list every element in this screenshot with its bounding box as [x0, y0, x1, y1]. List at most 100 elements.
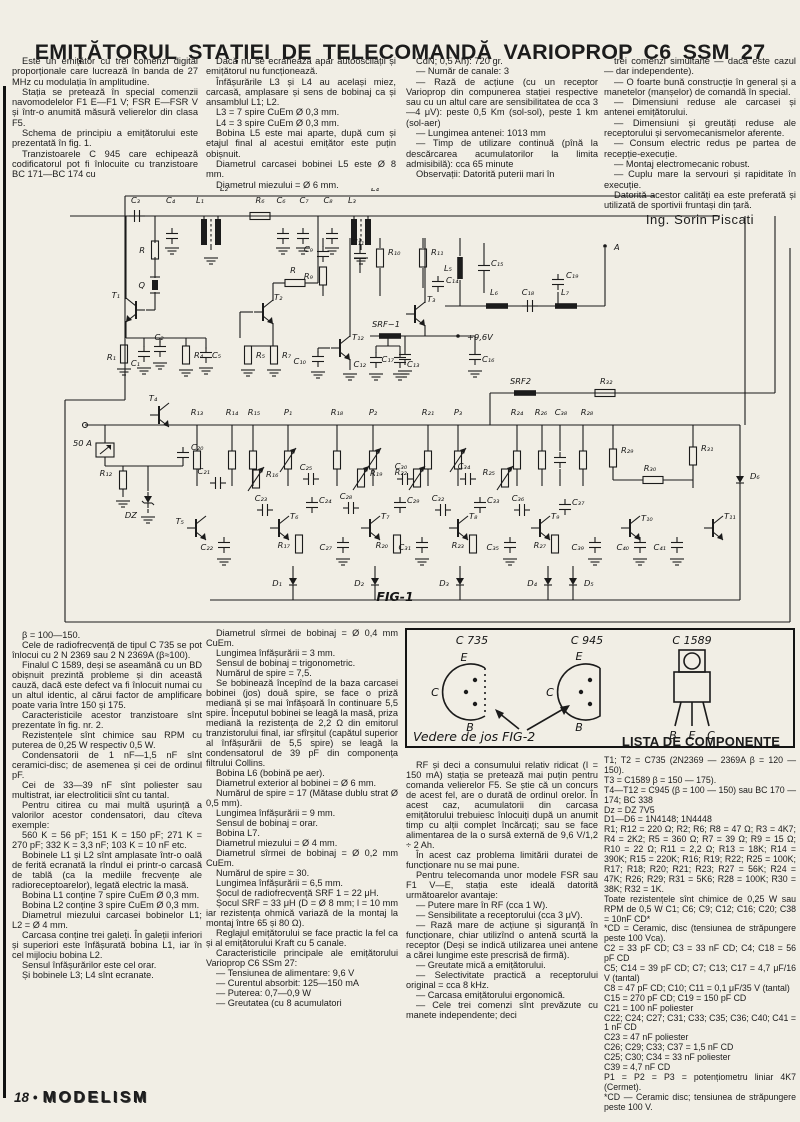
part-R₅-31: R₅ — [243, 345, 265, 365]
part-gnd-2 — [165, 247, 179, 255]
schematic-label: T₉ — [551, 511, 560, 521]
schematic-label: C₃₂ — [432, 493, 445, 503]
part-gnd-10 — [296, 247, 310, 255]
paragraph: — Timp de utilizare continuă (pînă la de… — [406, 138, 598, 169]
schematic-label: D₃ — [439, 578, 449, 588]
paragraph: Bobina L1 conține 7 spire CuEm Ø 0,3 mm. — [22, 890, 200, 900]
schematic-label: R₂₇ — [534, 540, 547, 550]
pin-label-b: B — [669, 729, 677, 742]
pointer-arrow — [498, 712, 520, 730]
schematic-label: T₇ — [381, 511, 390, 521]
part-A-56: A — [603, 242, 620, 252]
paragraph: — Greutate mică a emițătorului. — [416, 960, 546, 970]
part-T₈-92: T₈ — [449, 511, 478, 541]
schematic-label: R₃₁ — [701, 443, 713, 453]
schematic-label: R₁ — [107, 352, 116, 362]
pin-label-c: C — [546, 686, 554, 699]
part-C₄₁-128: C₄₁ — [654, 537, 683, 553]
part-L₁-3: L₁ — [196, 195, 221, 250]
schematic-label: C₁₀ — [294, 356, 307, 366]
part-R₁₂-68: R₁₂ — [100, 468, 128, 490]
schematic-label: R₂₀ — [376, 540, 389, 550]
schematic-label: C₂ — [154, 332, 164, 342]
transistor-c1589-name: C 1589 — [672, 634, 711, 647]
schematic-label: L₇ — [561, 287, 570, 297]
paragraph: C39 = 4,7 nF CD — [604, 1062, 671, 1073]
schematic-label: C₁₉ — [566, 270, 579, 280]
schematic-label: D₆ — [750, 471, 760, 481]
part-L₄-14: L₄ — [371, 188, 380, 193]
pin-label-e: E — [576, 650, 583, 663]
paragraph: Bobina L6 (bobină pe aer). — [216, 768, 325, 778]
part-C₂₅-101: C₂₅ — [300, 462, 319, 485]
paragraph: C21 = 100 nF poliester — [604, 1002, 694, 1013]
schematic-label: T₁ — [112, 290, 120, 300]
paragraph: L3 = 7 spire CuEm Ø 0,3 mm. — [216, 107, 340, 118]
part-R₂₀-110: R₂₀ — [376, 534, 402, 554]
schematic-label: C₈ — [323, 195, 333, 205]
schematic-label: C₂₅ — [300, 462, 312, 472]
part-C₂₁-96: C₂₁ — [198, 466, 226, 489]
paragraph: T4—T12 = C945 (β = 100 — 150) sau BC 170… — [604, 784, 796, 805]
fig2-pinout-diagram: C 735 E C B C 945 E C B C 1589 B E C — [413, 634, 715, 744]
schematic-label: C₁₇ — [382, 354, 395, 364]
transistor-c735-outline — [441, 663, 486, 721]
schematic-label: A — [613, 242, 620, 252]
pointer-arrow — [526, 707, 566, 731]
schematic-label: R₃₂ — [600, 376, 613, 386]
part-T₁₁-95: T₁₁ — [704, 511, 736, 541]
part-gnd-22 — [117, 368, 131, 376]
part-C₁-20: C₁ — [131, 346, 150, 368]
part-R₉-44: R₉ — [304, 266, 328, 286]
paragraph: C25; C30; C34 = 33 nF poliester — [604, 1052, 731, 1063]
part-R₂₈-84: R₂₈ — [578, 407, 594, 470]
schematic-label: R₂₉ — [621, 445, 634, 455]
paragraph: Schema de principiu a emițătorului este … — [12, 128, 198, 149]
part-R₃₀-86: R₃₀ — [642, 463, 664, 485]
paragraph: Cele de radiofrecvență de tipul C 735 se… — [12, 640, 202, 660]
paragraph: C22; C24; C27; C31; C33; C35; C36; C40; … — [604, 1012, 796, 1033]
schematic-label: C₃₃ — [487, 495, 500, 505]
fig2-caption: Vedere de jos FIG-2 — [413, 729, 535, 744]
part-gnd-27 — [179, 369, 193, 377]
paragraph: Dz = DZ 7V5 — [604, 804, 655, 815]
paragraph: Diametrul exterior al bobinei = Ø 6 mm. — [216, 778, 377, 788]
part-C₂₇-104: C₂₇ — [320, 537, 349, 553]
part-C₁₄-48: C₁₄ — [432, 275, 459, 292]
part-L₇-54: L₇ — [555, 287, 577, 309]
part-T₄-66: T₄ — [149, 393, 170, 428]
schematic-label: T₁₀ — [641, 513, 653, 523]
part-L₃-13: L₃ — [348, 195, 371, 250]
part-C₁₁-45: C₁₁ — [352, 237, 366, 264]
schematic-label: R₂₂ — [395, 467, 408, 477]
part-R₄-25: R₄ — [181, 345, 204, 365]
schematic-label: C₃₄ — [458, 461, 471, 471]
pin-dot — [463, 689, 469, 695]
part-R₂₂-111: R₂₂ — [395, 465, 426, 491]
paragraph: Bobina L5 este mai aparte, după cum și e… — [206, 128, 396, 159]
part-C₃-0: C₃ — [129, 195, 145, 222]
schematic-label: R₁₀ — [388, 247, 401, 257]
top-column-4-text: trei comenzi simultane — dacă este cazul… — [604, 56, 796, 210]
schematic-label: T₂ — [274, 292, 283, 302]
schematic-label: C₃₇ — [572, 497, 585, 507]
part-C₂₃-98: C₂₃ — [255, 493, 273, 516]
part-T₁₂-35: T₁₂ — [331, 332, 364, 361]
part-gnd-125 — [588, 558, 602, 566]
schematic-label: R₁₄ — [226, 407, 239, 417]
paragraph: C26; C29; C33; C37 = 1,5 nF CD — [604, 1042, 734, 1053]
paragraph: trei comenzi simultane — dacă este cazul… — [604, 56, 796, 77]
part-R₃₁-87: R₃₁ — [688, 443, 713, 466]
paragraph: CdN; 0,5 Ah): 720 gr. — [416, 56, 503, 66]
part-C₄₀-126: C₄₀ — [617, 537, 646, 553]
part-gnd-33 — [241, 369, 255, 377]
schematic-label: R₉ — [304, 271, 314, 281]
paragraph: Toate rezistențele sînt chimice de 0,25 … — [604, 893, 796, 924]
part-C₂₈-107: C₂₈ — [340, 491, 359, 514]
schematic-label: R₂₄ — [511, 407, 524, 417]
schematic-label: D₅ — [584, 578, 594, 588]
paragraph: — Cele trei comenzi sînt prevăzute cu ma… — [406, 1000, 598, 1020]
schematic-label: R₅ — [256, 350, 265, 360]
